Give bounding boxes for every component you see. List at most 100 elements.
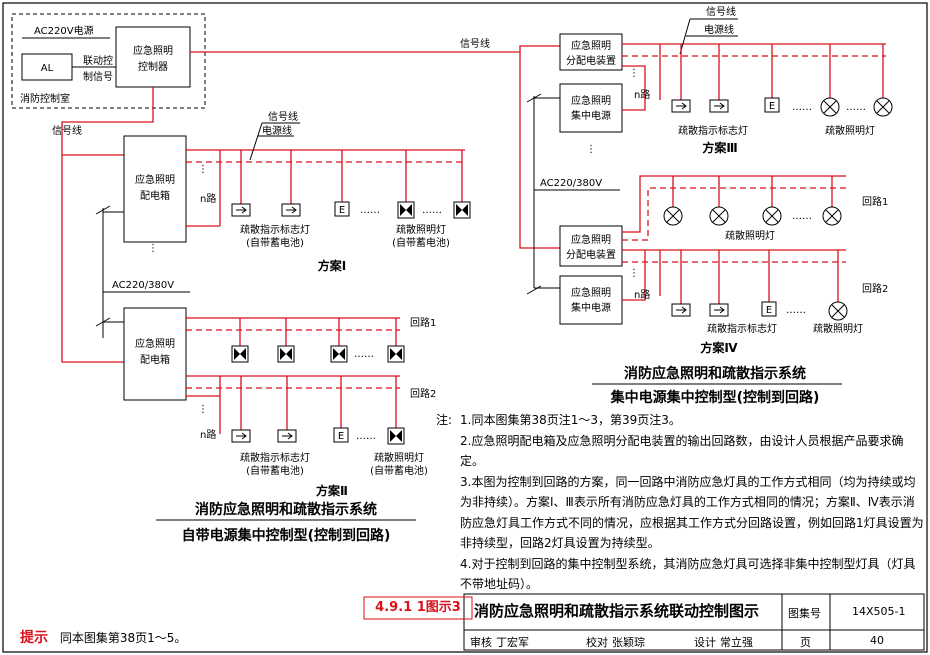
e-sign-icon: E: [761, 301, 777, 317]
s4-fixtures: ……E……: [663, 176, 848, 321]
reviewer-name: 丁宏军: [496, 636, 529, 649]
exit-sign-icon: [709, 303, 729, 317]
more-fixtures: ……: [786, 305, 806, 316]
s4-light-label-2: 疏散照明灯: [813, 322, 863, 335]
left-caption-line2: 自带电源集中控制型(控制到回路): [182, 527, 391, 544]
s1-fixtures: E…………: [231, 150, 471, 219]
s2-wiring: [186, 317, 400, 434]
s4-loop2-label: 回路2: [862, 282, 888, 295]
self-contained-lamp-icon: [397, 201, 415, 219]
s3-dist-label-1: 应急照明: [571, 39, 611, 52]
linkage-label-2: 制信号: [83, 70, 113, 83]
s2-loop1-label: 回路1: [410, 316, 436, 329]
s3-dist-label-2: 分配电装置: [566, 54, 616, 67]
s2-title: 方案Ⅱ: [316, 483, 348, 498]
hint-text: 同本图集第38页1～5。: [59, 631, 187, 645]
exit-sign-icon: [231, 429, 251, 443]
lighting-lamp-icon: [709, 206, 729, 226]
lighting-lamp-icon: [820, 97, 840, 117]
s1-distribution-box: [123, 135, 187, 243]
s3-sign-label: 疏散指示标志灯: [678, 124, 748, 137]
self-contained-lamp-icon: [330, 345, 348, 363]
figure-tag: 4.9.1 1图示3: [375, 600, 461, 615]
ac220-power-label: AC220V电源: [34, 24, 94, 37]
lighting-lamp-icon: [828, 301, 848, 321]
page-number: 40: [870, 634, 884, 647]
linkage-label-1: 联动控: [83, 54, 113, 67]
tag-frame: [363, 596, 473, 620]
s1-light-sub: (自带蓄电池): [392, 236, 450, 249]
lighting-lamp-icon: [663, 206, 683, 226]
s2-more-loops: ⋮: [198, 404, 208, 415]
s4-power-label-2: 集中电源: [571, 301, 611, 314]
s4-distribution-unit: [559, 225, 623, 267]
s1-n-loops: n路: [200, 192, 216, 205]
ac-label-right: AC220/380V: [540, 178, 602, 189]
svg-text:E: E: [338, 431, 344, 442]
s3-title: 方案Ⅲ: [702, 140, 737, 155]
s1-more-boxes: ⋮: [148, 243, 158, 254]
e-sign-icon: E: [334, 201, 350, 217]
al-label: AL: [41, 63, 54, 74]
more-fixtures: ……: [846, 102, 866, 113]
design-label: 设计: [694, 636, 716, 649]
s4-dist-label-2: 分配电装置: [566, 248, 616, 261]
controller-label-1: 应急照明: [133, 44, 173, 57]
self-contained-lamp-icon: [453, 201, 471, 219]
s1-sign-label: 疏散指示标志灯: [240, 223, 310, 236]
self-contained-lamp-icon: [231, 345, 249, 363]
control-room-label: 消防控制室: [20, 92, 70, 105]
s3-fixtures: E…………: [671, 44, 893, 117]
s3-power-label-1: 应急照明: [571, 94, 611, 107]
s4-more-loops: ⋮: [629, 268, 639, 279]
s3-signal-label: 信号线: [706, 5, 736, 18]
designer-name: 常立强: [720, 636, 753, 649]
note-2-text: 2.应急照明配电箱及应急照明分配电装置的输出回路数，由设计人员根据产品要求确定。: [460, 433, 904, 469]
s1-more-loops: ⋮: [198, 164, 208, 175]
s4-loop1-label: 回路1: [862, 195, 888, 208]
notes: 注: 1.同本图集第38页注1～3，第39页注3。 2.应急照明配电箱及应急照明…: [436, 410, 926, 595]
s2-box-label-1: 应急照明: [135, 337, 175, 350]
e-sign-icon: E: [333, 427, 349, 443]
page-label: 页: [800, 636, 811, 649]
s3-light-label: 疏散照明灯: [825, 124, 875, 137]
check-label: 校对: [586, 636, 608, 649]
s1-signal-label: 信号线: [268, 110, 298, 123]
more-fixtures: ……: [354, 349, 374, 360]
s2-sign-sub: (自带蓄电池): [246, 464, 304, 477]
signal-wiring: [61, 45, 560, 363]
lighting-lamp-icon: [873, 97, 893, 117]
signal-line-label-top: 信号线: [460, 37, 490, 50]
s2-fixtures: ……E……: [231, 318, 405, 445]
s4-dist-label-1: 应急照明: [571, 233, 611, 246]
note-2: 2.应急照明配电箱及应急照明分配电装置的输出回路数，由设计人员根据产品要求确定。: [436, 431, 926, 472]
hint-keyword: 提示: [20, 630, 48, 646]
s1-title: 方案Ⅰ: [318, 258, 346, 273]
s3-distribution-unit: [559, 33, 623, 71]
lighting-lamp-icon: [762, 206, 782, 226]
atlas-number: 14X505-1: [852, 605, 906, 618]
s1-leader-line: [249, 122, 263, 161]
left-caption-line1: 消防应急照明和疏散指示系统: [195, 501, 377, 518]
s4-sign-label: 疏散指示标志灯: [707, 322, 777, 335]
s3-leader-line: [679, 18, 691, 55]
s4-title: 方案Ⅳ: [700, 340, 738, 355]
lighting-lamp-icon: [822, 206, 842, 226]
title-block-grid: [463, 593, 925, 651]
checker-name: 张颖琮: [612, 636, 645, 649]
ac-tick-left-1: [95, 205, 111, 215]
controller-label-2: 控制器: [138, 60, 168, 73]
note-1-text: 1.同本图集第38页注1～3，第39页注3。: [460, 413, 681, 427]
s2-n-loops: n路: [200, 428, 216, 441]
s2-loop2-label: 回路2: [410, 387, 436, 400]
s2-distribution-box: [123, 307, 187, 401]
s3-central-power: [559, 83, 623, 133]
hint: 提示 同本图集第38页1～5。: [20, 627, 186, 647]
s1-sign-sub: (自带蓄电池): [246, 236, 304, 249]
svg-text:E: E: [766, 305, 772, 316]
svg-text:E: E: [339, 205, 345, 216]
svg-text:E: E: [769, 101, 775, 112]
control-room-outline: [11, 13, 206, 109]
